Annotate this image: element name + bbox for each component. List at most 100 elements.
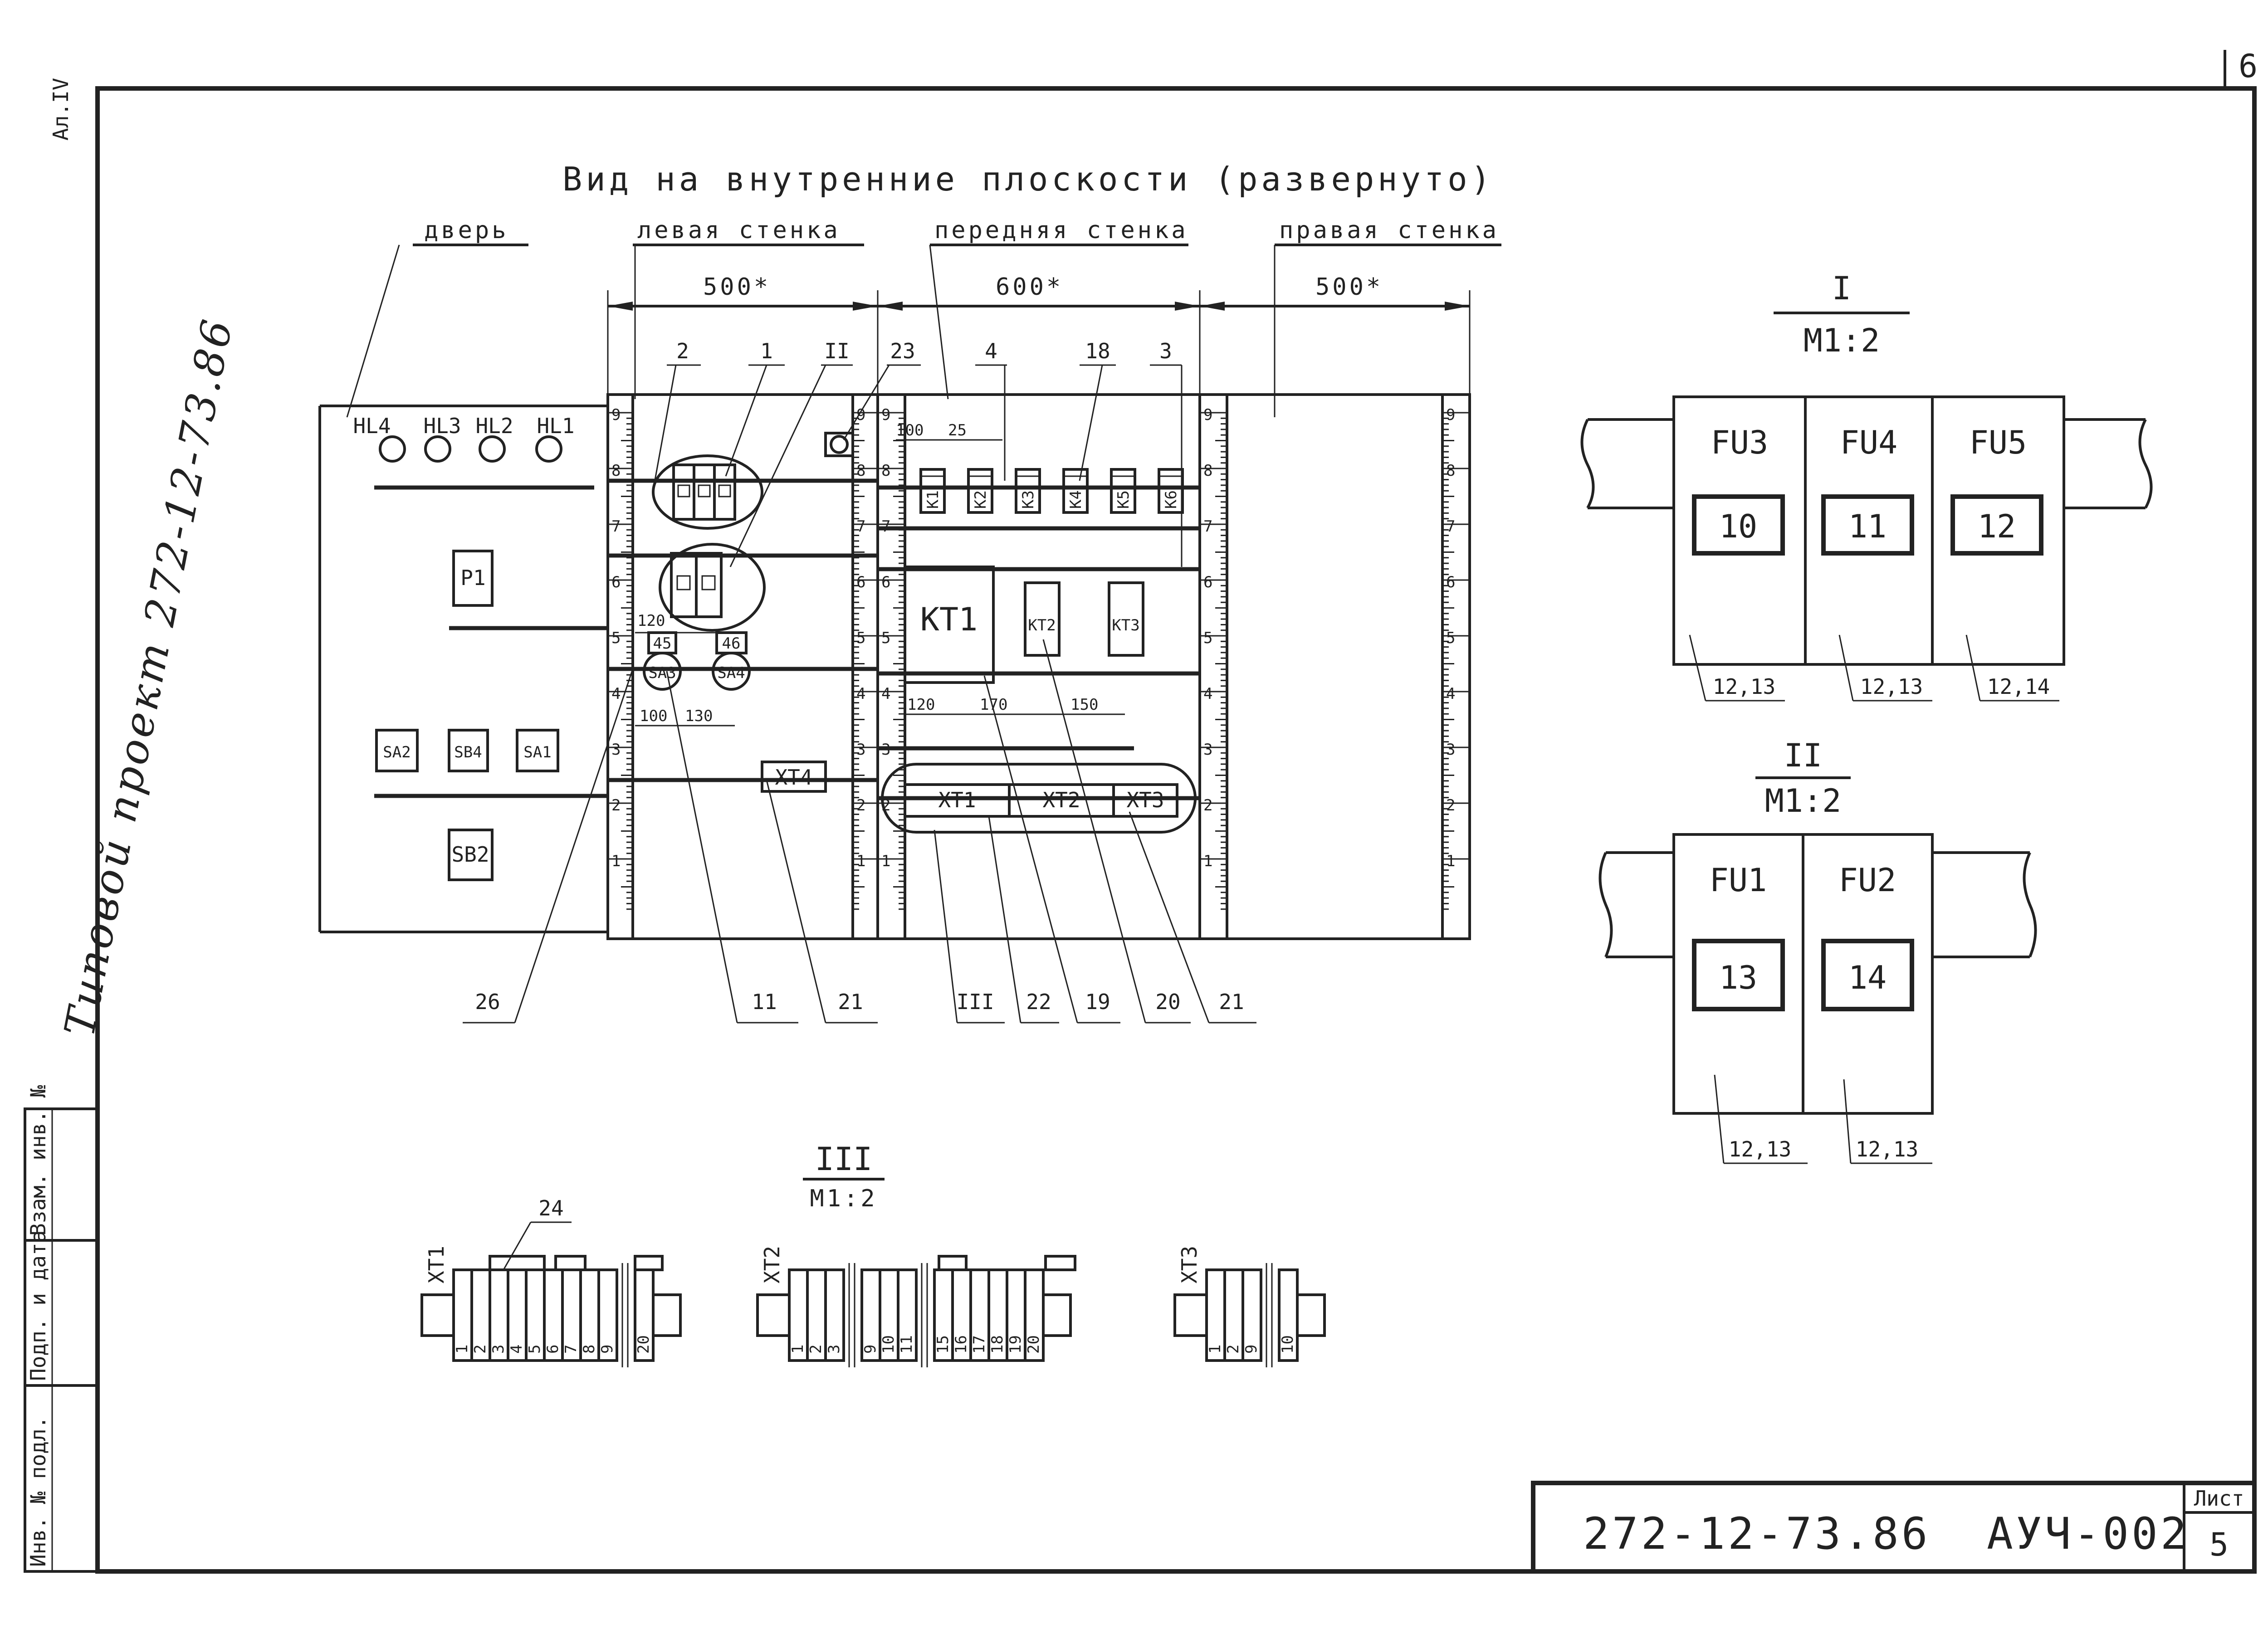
leader-line: [666, 671, 738, 1023]
door-panel: HL4 HL3 HL2 HL1 P1 SA2 SB4 SA1 SB2: [318, 405, 608, 933]
terminal-cell-number: 19: [1007, 1335, 1025, 1354]
dim-100-front: 100: [896, 421, 924, 439]
leader-line: [1838, 634, 1854, 701]
fuse-name: FU4: [1840, 424, 1897, 461]
lamp-label: HL1: [537, 414, 574, 438]
ruler-left-wall-a: [606, 393, 634, 940]
relay: [919, 468, 946, 514]
terminal-cell-number: 1: [1206, 1345, 1224, 1354]
fuse-label-plate: [1692, 939, 1785, 1011]
scale-number: 2: [1446, 796, 1455, 815]
terminal-cell: [897, 1268, 918, 1362]
callout-number: 24: [538, 1196, 563, 1220]
fuse-number: 14: [1848, 959, 1887, 996]
detail-scale: М1:2: [810, 1185, 877, 1212]
callout-number: 23: [890, 339, 915, 363]
fuse-holder: [1931, 395, 2065, 666]
stamp-label-replacement: Взам. инв. №: [26, 1085, 50, 1236]
door-device-label: P1: [460, 566, 485, 590]
jumper-tab: [554, 1255, 587, 1271]
detail-roman: II: [1784, 737, 1822, 774]
stamp-strip: Инв. № подл. Подп. и дата Взам. инв. №: [24, 1085, 99, 1573]
scale-number: 6: [1203, 573, 1212, 591]
breaker-highlight-ellipse: [652, 454, 763, 530]
terminal-cell-number: 2: [1224, 1345, 1242, 1354]
stamp-label-original: Инв. № подл.: [26, 1416, 50, 1567]
relay-label: K3: [1019, 490, 1037, 509]
leader-line: [514, 668, 634, 1023]
scale-number: 6: [611, 573, 621, 591]
breaker: [672, 463, 695, 521]
document-designation: АУЧ-002: [1987, 1508, 2190, 1559]
leader-line: [766, 780, 826, 1023]
dim-150-front: 150: [1070, 696, 1098, 714]
indicator-lamp: [424, 435, 451, 463]
callout-number: 2: [676, 339, 689, 363]
jumper-tab: [489, 1255, 546, 1271]
end-stop: [420, 1293, 455, 1337]
terminal-cell-number: 10: [1279, 1335, 1297, 1354]
scale-number: 4: [1203, 685, 1212, 703]
leader-line: [346, 244, 400, 418]
fuse-label-plate: [1821, 494, 1914, 556]
dim-left: 500*: [703, 273, 771, 301]
fuse-label-plate: [1692, 494, 1785, 556]
leader-line: [503, 1222, 532, 1270]
scale-number: 4: [856, 685, 865, 703]
end-stop: [1296, 1293, 1326, 1337]
item-23-box: [824, 432, 854, 457]
wall-header-door: дверь: [424, 217, 509, 244]
relay-label: K1: [924, 490, 942, 509]
document-code: 272-12-73.86: [1583, 1508, 1931, 1559]
callout-number: 21: [838, 990, 863, 1014]
breaker: [670, 552, 698, 618]
terminal-block-label: XT3: [1126, 788, 1164, 812]
tag-46-label: 46: [722, 634, 741, 653]
end-stop: [756, 1293, 791, 1337]
terminal-cell-number: 17: [970, 1335, 988, 1354]
terminal-cell-number: 3: [489, 1345, 508, 1354]
selector-switch-sa3: [643, 652, 682, 691]
time-relay: [1108, 581, 1144, 657]
detail-scale: М1:2: [1765, 782, 1842, 819]
fuse-name: FU3: [1711, 424, 1768, 461]
callout-number: 19: [1085, 990, 1110, 1014]
jumper-tab: [1044, 1255, 1076, 1271]
time-relay-kt3: KT3: [1108, 581, 1144, 657]
leader-line: [725, 365, 767, 477]
door-switch: [448, 729, 489, 772]
indicator-lamp: [535, 435, 562, 463]
fuse-number: 11: [1848, 508, 1887, 545]
relay: [1062, 468, 1089, 514]
ruler-strip: [1441, 393, 1471, 940]
scale-number: 8: [1446, 462, 1455, 480]
scale-number: 3: [611, 741, 621, 759]
leader-line: [843, 365, 890, 440]
leader-line: [1714, 1074, 1725, 1164]
selector-switch-sa4: [712, 652, 751, 691]
leader-line: [1843, 1079, 1852, 1164]
terminal-cell-number: 4: [508, 1345, 526, 1354]
callout-number: 1: [760, 339, 773, 363]
lamp-label: HL4: [353, 414, 391, 438]
terminal-cell-number: 20: [635, 1335, 653, 1354]
detail-scale: М1:2: [1804, 322, 1880, 359]
scale-number: 1: [856, 852, 865, 870]
detail-roman: III: [815, 1141, 872, 1178]
terminal-cell-number: 16: [952, 1335, 970, 1354]
scale-number: 1: [881, 852, 890, 870]
breaker-group-2: [659, 543, 766, 632]
terminal-block-label: XT2: [1042, 788, 1080, 812]
scale-number: 6: [1446, 573, 1455, 591]
detail-II: II М1:2 FU1 FU2 13 14 12,13 12,13: [1598, 737, 2037, 1164]
wall-header-front: передняя стенка: [934, 217, 1188, 244]
callout-number: 11: [752, 990, 777, 1014]
terminal-cell-number: 9: [598, 1345, 616, 1354]
scale-number: 9: [856, 406, 865, 424]
fuse-holder: [1802, 833, 1934, 1115]
ruler-strip: [1198, 393, 1228, 940]
sheet-frame: [95, 86, 2257, 1574]
callout-number: 22: [1026, 990, 1051, 1014]
